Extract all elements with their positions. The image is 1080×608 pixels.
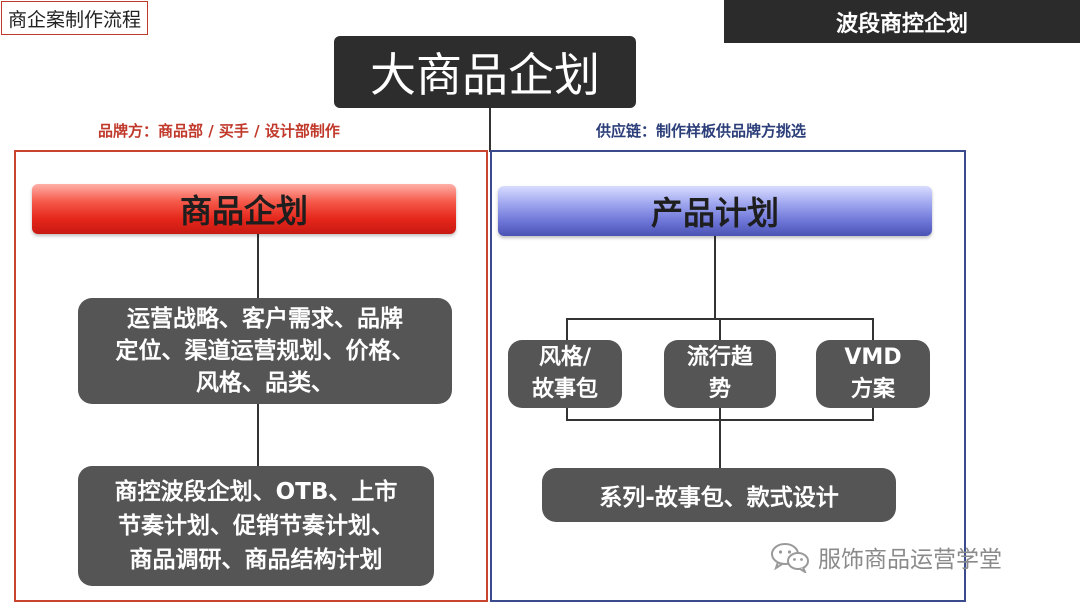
style-line-2: 故事包 bbox=[531, 377, 598, 402]
product-plan-heading: 产品计划 bbox=[498, 186, 932, 236]
right-branch-rise-left bbox=[566, 408, 568, 420]
watermark-text: 服饰商品运营学堂 bbox=[818, 547, 1002, 573]
trend-line-2: 势 bbox=[708, 377, 731, 402]
style-line-1: 风格/ bbox=[538, 345, 592, 370]
left-subtitle: 品牌方：商品部 / 买手 / 设计部制作 bbox=[98, 122, 340, 140]
otb-line-2: 节奏计划、促销节奏计划、 bbox=[118, 513, 394, 539]
right-branch-rise-right bbox=[872, 408, 874, 420]
strategy-box: 运营战略、客户需求、品牌 定位、渠道运营规划、价格、 风格、品类、 bbox=[78, 298, 452, 404]
vmd-line-2: 方案 bbox=[850, 377, 895, 402]
watermark: 服饰商品运营学堂 bbox=[770, 540, 1002, 574]
series-design-box: 系列-故事包、款式设计 bbox=[542, 468, 896, 522]
wechat-icon bbox=[770, 541, 810, 573]
vmd-line-1: VMD bbox=[844, 345, 902, 370]
corner-tag: 商企案制作流程 bbox=[1, 1, 149, 35]
center-divider bbox=[489, 108, 491, 152]
left-connector-top bbox=[257, 234, 259, 298]
trend-line-1: 流行趋 bbox=[686, 345, 753, 370]
top-banner: 波段商控企划 bbox=[724, 0, 1080, 43]
right-branch-drop-right bbox=[872, 318, 874, 340]
otb-box: 商控波段企划、OTB、上市 节奏计划、促销节奏计划、 商品调研、商品结构计划 bbox=[78, 466, 434, 586]
strategy-line-2: 定位、渠道运营规划、价格、 bbox=[115, 338, 415, 364]
otb-line-1: 商控波段企划、OTB、上市 bbox=[114, 479, 398, 505]
left-panel bbox=[14, 150, 488, 602]
right-connector-bottom bbox=[719, 408, 721, 468]
right-connector-top bbox=[714, 236, 716, 318]
otb-line-3: 商品调研、商品结构计划 bbox=[129, 547, 383, 573]
strategy-line-1: 运营战略、客户需求、品牌 bbox=[127, 306, 403, 332]
vmd-box: VMD 方案 bbox=[816, 340, 930, 408]
right-subtitle: 供应链：制作样板供品牌方挑选 bbox=[596, 122, 807, 140]
main-title: 大商品企划 bbox=[334, 36, 636, 108]
right-branch-drop-left bbox=[566, 318, 568, 340]
right-branch-drop-mid bbox=[719, 318, 721, 340]
trend-box: 流行趋 势 bbox=[664, 340, 776, 408]
right-panel bbox=[490, 150, 966, 602]
strategy-line-3: 风格、品类、 bbox=[196, 370, 334, 396]
left-connector-bottom bbox=[257, 404, 259, 466]
product-planning-heading: 商品企划 bbox=[32, 184, 456, 234]
style-story-box: 风格/ 故事包 bbox=[508, 340, 622, 408]
